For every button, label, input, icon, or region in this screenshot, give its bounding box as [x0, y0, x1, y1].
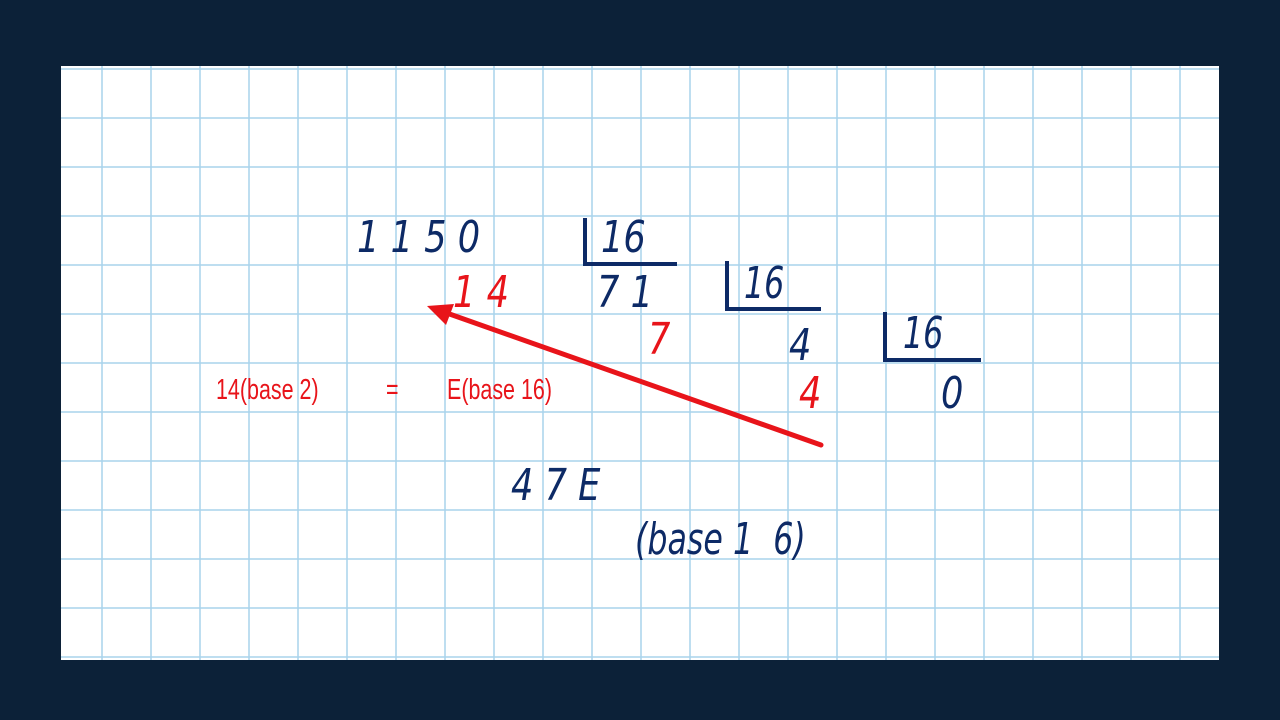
- quotient-1: 7 1: [597, 267, 653, 318]
- notebook-slide: 1 1 5 0 16 1 4 7 1 16 7 4 16 4 0 14(base…: [61, 66, 1219, 660]
- remainder-3: 4: [799, 368, 822, 419]
- conversion-note-equals: =: [386, 374, 399, 406]
- remainder-2: 7: [648, 314, 671, 365]
- divisor-2: 16: [744, 258, 785, 309]
- quotient-2: 4: [789, 320, 812, 371]
- result-value: 4 7 E: [511, 460, 601, 511]
- dividend: 1 1 5 0: [357, 212, 481, 263]
- conversion-note-right: E(base 16): [447, 374, 552, 406]
- result-base-label: (base 1 6): [635, 514, 806, 565]
- remainder-1: 1 4: [453, 267, 509, 318]
- divisor-1: 16: [601, 212, 646, 263]
- quotient-3: 0: [941, 368, 964, 419]
- divisor-3: 16: [903, 308, 944, 359]
- reading-direction-arrow: [427, 304, 824, 448]
- conversion-note-left: 14(base 2): [216, 374, 319, 406]
- grid-paper-background: [61, 66, 1219, 660]
